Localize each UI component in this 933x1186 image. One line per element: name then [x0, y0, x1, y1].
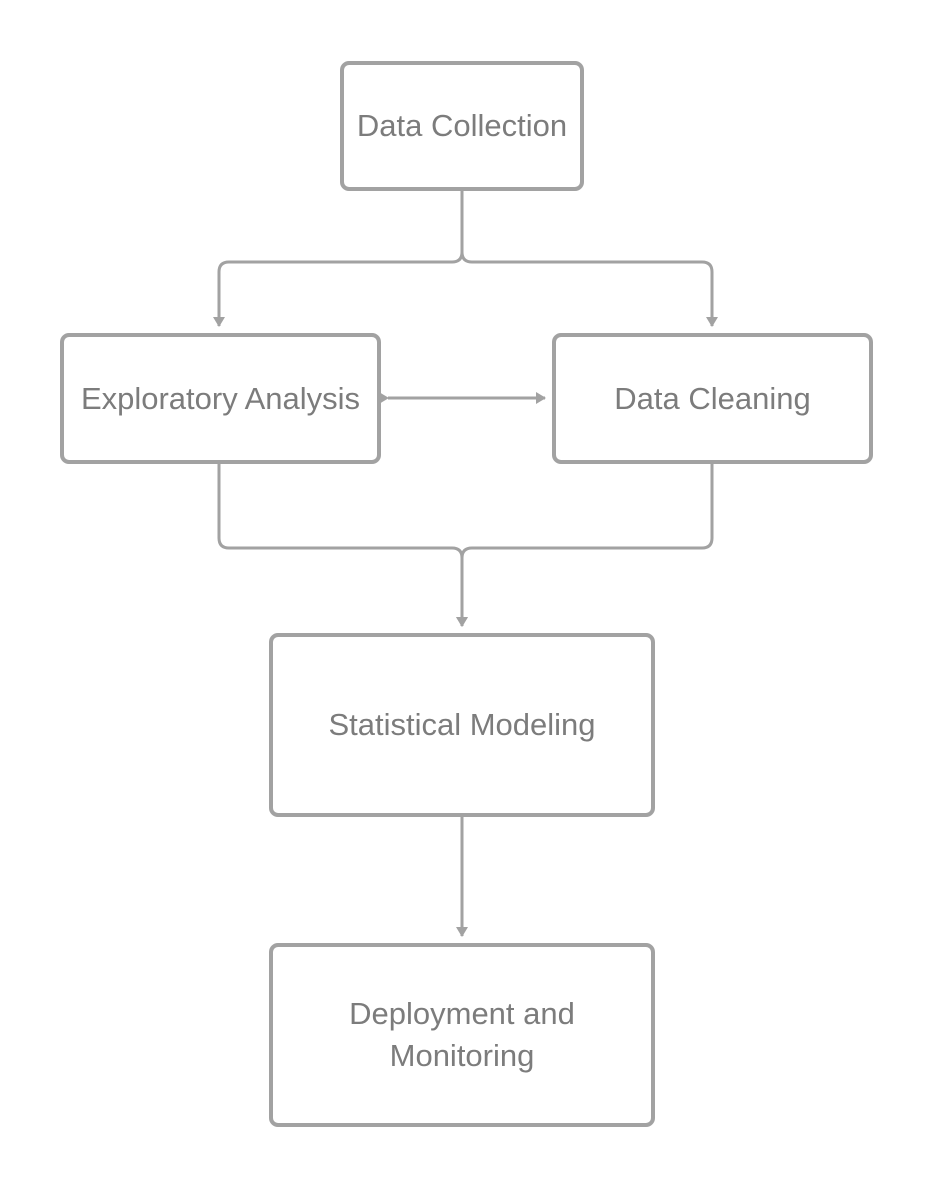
connector-exploratory-analysis-to-statistical-modeling	[217, 464, 468, 627]
connector-data-collection-to-data-cleaning	[460, 191, 718, 327]
node-label-data-cleaning: Data Cleaning	[614, 380, 811, 416]
connector-data-collection-to-exploratory-analysis	[213, 191, 464, 327]
node-label-data-collection: Data Collection	[356, 108, 568, 143]
node-exploratory-analysis: Exploratory Analysis	[60, 333, 381, 464]
node-data-collection: Data Collection	[340, 61, 584, 191]
node-deployment-monitoring: Deployment and Monitoring	[269, 943, 655, 1127]
connector-data-cleaning-to-statistical-modeling	[456, 464, 714, 627]
node-label-exploratory-analysis: Exploratory Analysis	[80, 380, 361, 416]
node-label-statistical-modeling: Statistical Modeling	[328, 707, 596, 742]
node-data-cleaning: Data Cleaning	[552, 333, 873, 464]
node-statistical-modeling: Statistical Modeling	[269, 633, 655, 817]
node-label-deployment-monitoring: Deployment and Monitoring	[349, 996, 575, 1073]
